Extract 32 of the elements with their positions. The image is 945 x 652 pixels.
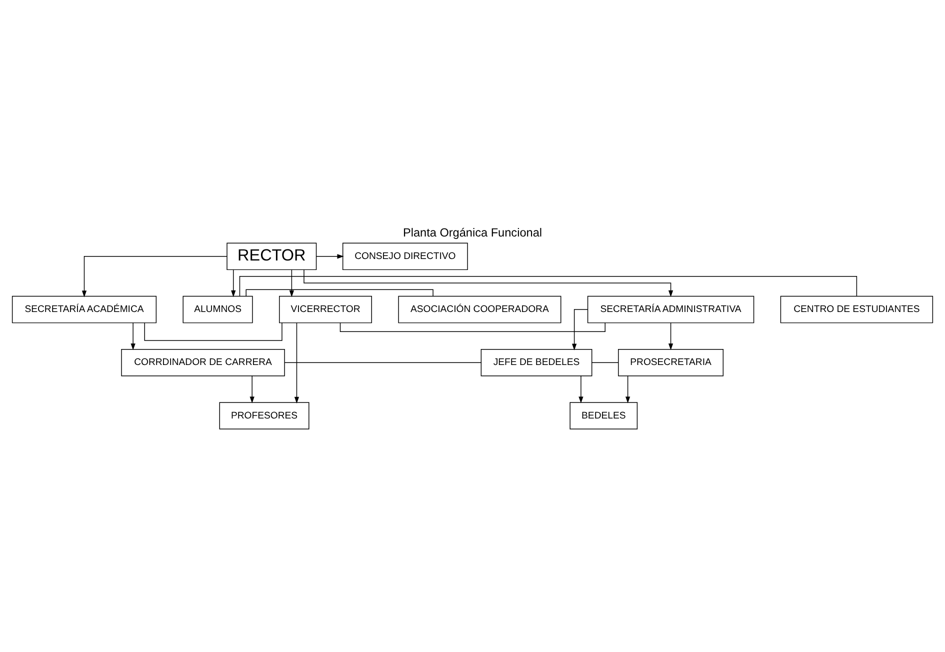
arrow <box>625 375 630 403</box>
connector <box>284 362 482 363</box>
connector <box>340 322 606 332</box>
arrow <box>668 322 674 350</box>
node-box: PROFESORES <box>219 402 310 429</box>
connector <box>239 275 858 296</box>
arrow <box>578 375 584 403</box>
arrow <box>250 375 254 403</box>
arrow <box>572 308 588 350</box>
connector <box>144 322 282 340</box>
node-box: CORRDINADOR DE CARRERA <box>121 348 285 376</box>
node-box: PROSECRETARIA <box>618 348 724 376</box>
node-box: RECTOR <box>226 242 317 270</box>
connector <box>246 288 434 296</box>
node-box: CENTRO DE ESTUDIANTES <box>780 295 934 323</box>
node-box: SECRETARÍA ACADÉMICA <box>12 295 157 323</box>
arrow <box>130 322 136 350</box>
connector <box>592 362 619 363</box>
arrow <box>294 322 300 404</box>
arrow <box>304 269 674 297</box>
node-box: BEDELES <box>570 402 638 429</box>
arrow <box>231 268 236 297</box>
node-box: ASOCIACIÓN COOPERADORA <box>398 295 562 323</box>
arrow <box>82 256 228 297</box>
arrow <box>289 268 294 297</box>
arrow <box>316 254 344 258</box>
node-box: JEFE DE BEDELES <box>480 348 592 376</box>
node-box: VICERRECTOR <box>279 295 372 323</box>
node-box: CONSEJO DIRECTIVO <box>342 242 468 270</box>
node-box: ALUMNOS <box>182 295 253 323</box>
node-box: SECRETARÍA ADMINISTRATIVA <box>587 295 754 323</box>
diagram-title: Planta Orgánica Funcional <box>402 224 542 239</box>
